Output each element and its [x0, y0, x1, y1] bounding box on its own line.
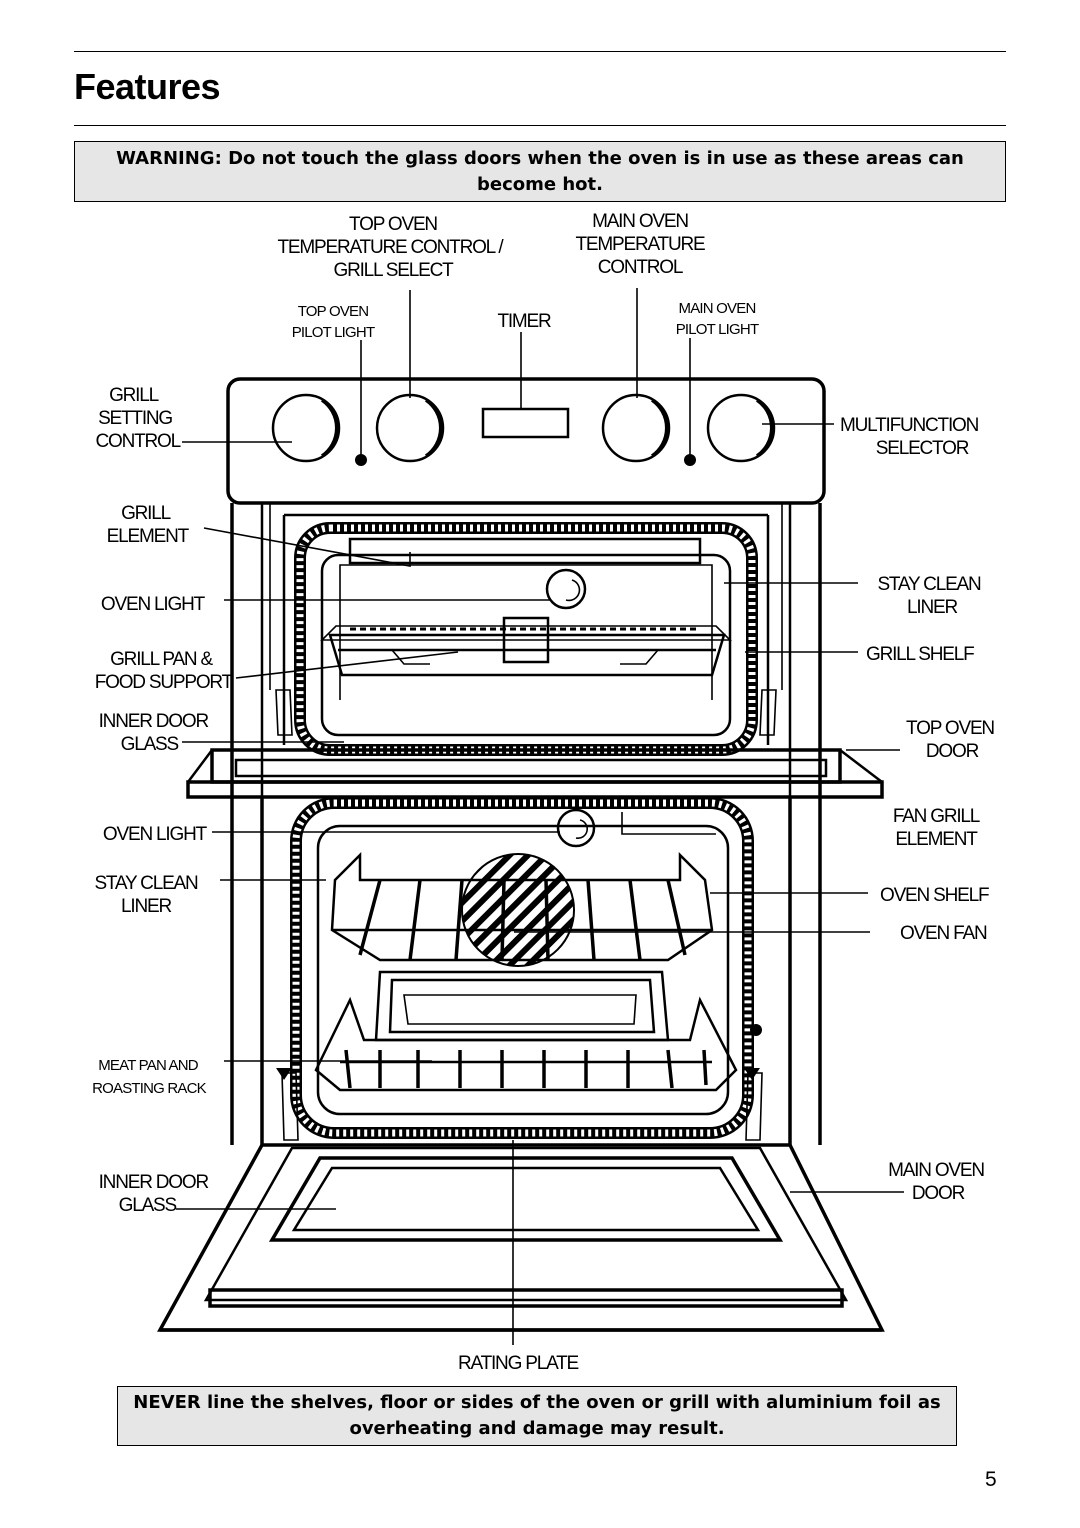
label-grill-setting-3: CONTROL [96, 431, 181, 452]
timer-display[interactable] [481, 407, 570, 439]
main-oven-knob[interactable] [601, 393, 671, 463]
main-inner-door-glass [268, 1156, 784, 1242]
label-grill-pan-1: GRILL PAN & [110, 649, 213, 670]
title-rule [74, 125, 1006, 126]
main-oven-light [556, 808, 596, 848]
grill-pan [328, 633, 726, 677]
leader-lines [176, 288, 904, 1345]
top-oven-light [545, 568, 587, 610]
label-main-oven-door-1: MAIN OVEN [888, 1160, 984, 1181]
label-oven-shelf: OVEN SHELF [880, 885, 989, 906]
top-oven-pilot-light [355, 454, 367, 466]
label-grill-setting-1: GRILL [109, 385, 159, 406]
grill-element [348, 537, 702, 565]
control-panel [226, 377, 826, 505]
label-oven-light-main: OVEN LIGHT [103, 824, 208, 845]
roasting-rack [314, 996, 738, 1092]
label-grill-shelf: GRILL SHELF [866, 644, 974, 665]
label-inner-door-main-2: GLASS [119, 1195, 177, 1216]
label-fan-grill-2: ELEMENT [895, 829, 978, 850]
label-top-oven-door-1: TOP OVEN [906, 718, 994, 739]
label-inner-door-main-1: INNER DOOR [99, 1172, 209, 1193]
label-top-oven-control-3: GRILL SELECT [334, 260, 455, 281]
top-oven-door [186, 689, 884, 799]
page-number: 5 [985, 1468, 997, 1491]
label-main-oven-door-2: DOOR [912, 1183, 965, 1204]
label-stay-clean-left-1: STAY CLEAN [94, 873, 198, 894]
meat-pan [374, 970, 670, 1042]
label-oven-fan: OVEN FAN [900, 923, 987, 944]
label-main-oven-control-3: CONTROL [598, 257, 683, 278]
never-box: NEVER line the shelves, floor or sides o… [117, 1386, 957, 1446]
oven-fan [461, 853, 575, 967]
label-inner-door-top-1: INNER DOOR [99, 711, 209, 732]
label-meat-pan-2: ROASTING RACK [92, 1080, 207, 1097]
label-main-oven-pilot-2: PILOT LIGHT [676, 321, 759, 338]
warning-text: Do not touch the glass doors when the ov… [228, 148, 964, 195]
label-timer: TIMER [497, 311, 551, 332]
label-multifunction-2: SELECTOR [876, 438, 969, 459]
warning-label: WARNING: [116, 148, 222, 169]
label-rating-plate: RATING PLATE [458, 1353, 579, 1374]
label-top-oven-control-1: TOP OVEN [349, 214, 437, 235]
label-grill-element-1: GRILL [121, 503, 171, 524]
label-stay-clean-right-2: LINER [907, 597, 957, 618]
grill-setting-knob[interactable] [271, 393, 341, 463]
label-grill-element-2: ELEMENT [107, 526, 190, 547]
top-rule [74, 51, 1006, 52]
main-oven-pilot-light [684, 454, 696, 466]
oven-shelf [330, 851, 714, 962]
multifunction-knob[interactable] [706, 393, 776, 463]
label-top-oven-pilot-1: TOP OVEN [298, 303, 369, 320]
grill-pan-handle [502, 616, 550, 664]
diagram-labels: TOP OVEN TEMPERATURE CONTROL / GRILL SEL… [92, 211, 996, 1374]
warning-box: WARNING: Do not touch the glass doors wh… [74, 141, 1006, 202]
label-stay-clean-left-2: LINER [121, 896, 171, 917]
label-top-oven-pilot-2: PILOT LIGHT [292, 324, 375, 341]
label-top-oven-door-2: DOOR [926, 741, 979, 762]
label-grill-pan-2: FOOD SUPPORT [95, 672, 234, 693]
label-inner-door-top-2: GLASS [121, 734, 179, 755]
label-meat-pan-1: MEAT PAN AND [98, 1057, 199, 1074]
label-stay-clean-right-1: STAY CLEAN [877, 574, 981, 595]
label-main-oven-control-1: MAIN OVEN [592, 211, 688, 232]
never-text: line the shelves, floor or sides of the … [207, 1392, 941, 1439]
label-main-oven-pilot-1: MAIN OVEN [679, 300, 756, 317]
never-label: NEVER [133, 1392, 201, 1413]
label-oven-light-top: OVEN LIGHT [101, 594, 206, 615]
label-multifunction-1: MULTIFUNCTION [840, 415, 979, 436]
label-main-oven-control-2: TEMPERATURE [576, 234, 705, 255]
top-oven-cavity [294, 522, 758, 756]
main-oven-door [157, 1143, 885, 1332]
page-title: Features [74, 66, 221, 107]
label-grill-setting-2: SETTING [98, 408, 172, 429]
top-oven-knob[interactable] [375, 393, 445, 463]
main-oven-cavity [260, 797, 792, 1145]
label-fan-grill-1: FAN GRILL [893, 806, 980, 827]
label-top-oven-control-2: TEMPERATURE CONTROL / [278, 237, 505, 258]
